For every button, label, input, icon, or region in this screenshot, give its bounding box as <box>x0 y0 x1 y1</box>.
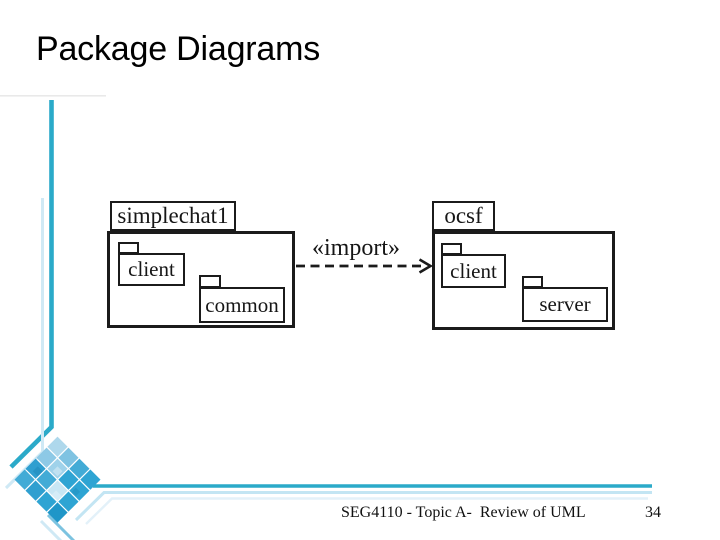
package-tab-simplechat1: simplechat1 <box>110 201 236 231</box>
footer-text: SEG4110 - Topic A- Review of UML <box>341 504 586 521</box>
subpackage-label: server <box>539 292 591 316</box>
page-number: 34 <box>645 504 661 521</box>
subpackage-common: common <box>199 287 285 323</box>
package-name-simplechat1: simplechat1 <box>117 203 229 228</box>
slide-title: Package Diagrams <box>36 30 321 68</box>
import-stereotype-label: «import» <box>312 235 400 261</box>
package-tab-ocsf: ocsf <box>432 201 495 231</box>
subpackage-server: server <box>522 287 608 322</box>
subpackage-label: client <box>450 258 497 283</box>
subpackage-label: client <box>128 257 175 281</box>
subpackage-client-left: client <box>118 253 185 286</box>
subpackage-label: common <box>205 292 279 317</box>
package-body-ocsf: client server <box>432 231 615 330</box>
subpackage-client-right: client <box>441 254 506 288</box>
package-name-ocsf: ocsf <box>444 203 483 228</box>
package-body-simplechat1: client common <box>107 231 295 328</box>
